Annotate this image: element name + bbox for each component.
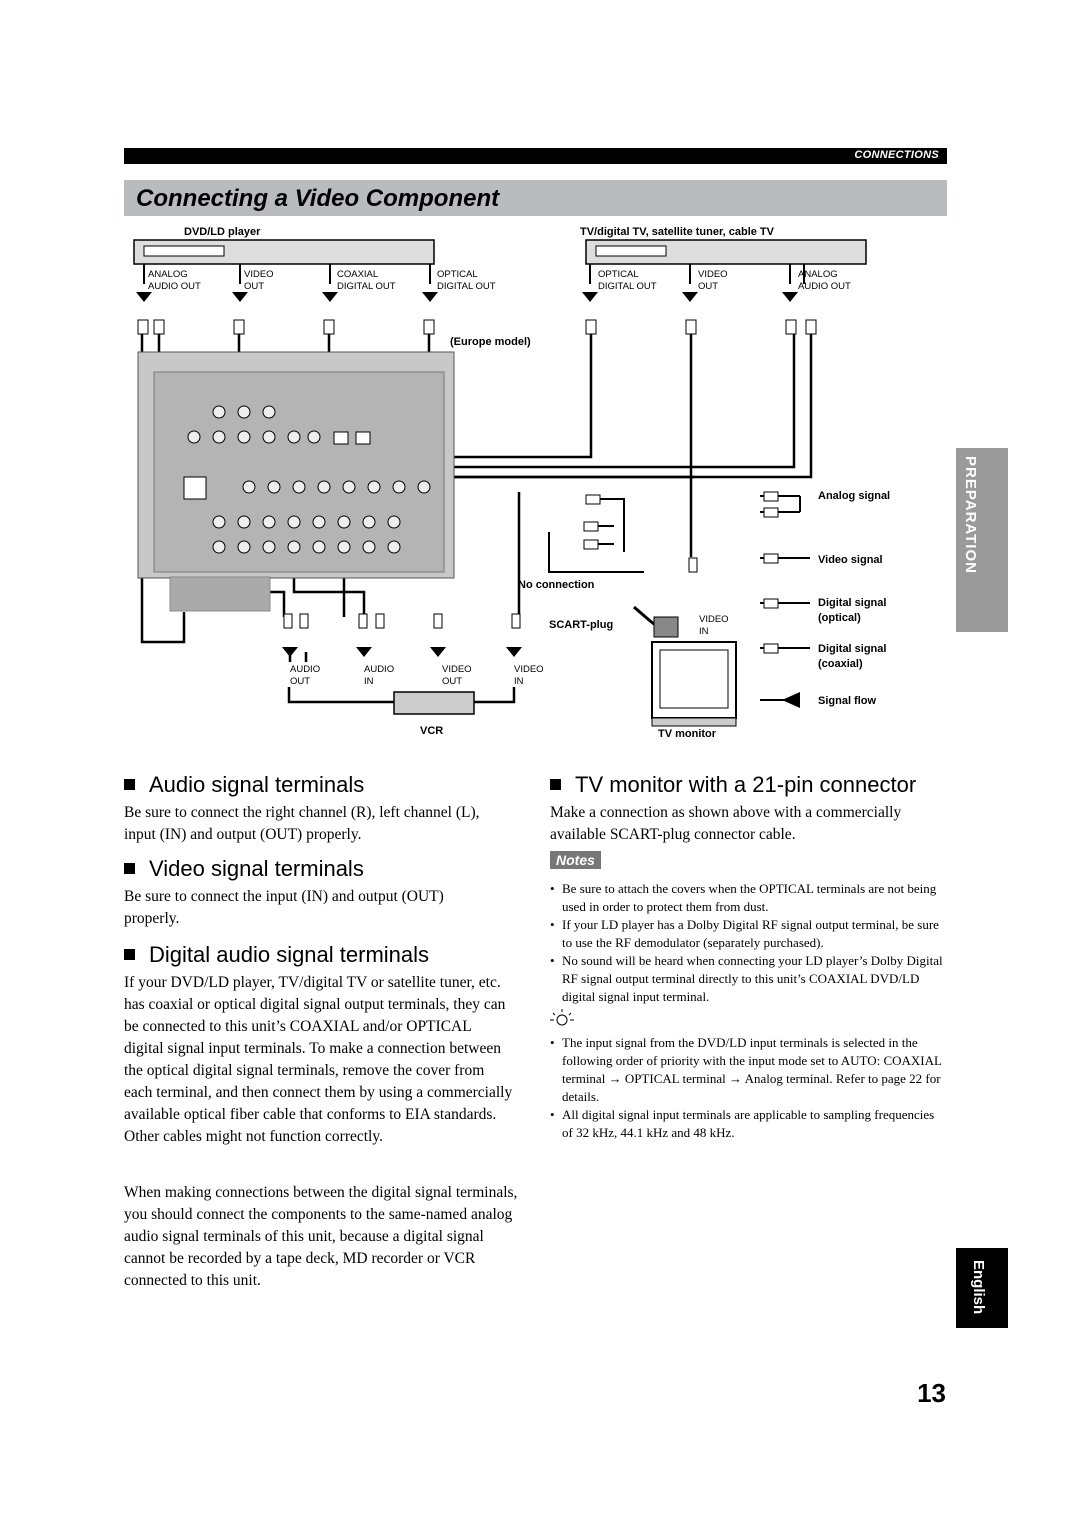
- audio-heading: Audio signal terminals: [124, 772, 364, 798]
- vcr-audio-in-label-2: IN: [364, 676, 374, 687]
- note-item: Be sure to attach the covers when the OP…: [550, 880, 946, 916]
- note-item: No sound will be heard when connecting y…: [550, 952, 946, 1006]
- digital-text-1: If your DVD/LD player, TV/digital TV or …: [124, 974, 513, 1145]
- vcr-video-in-label: VIDEO: [514, 664, 544, 675]
- digital-heading: Digital audio signal terminals: [124, 942, 429, 968]
- tv-monitor-label: TV monitor: [658, 728, 717, 740]
- dvd-optical-label-2: DIGITAL OUT: [437, 281, 496, 292]
- dvd-video-label: VIDEO: [244, 269, 274, 280]
- vcr-video-in-label-2: IN: [514, 676, 524, 687]
- legend-analog-label: Analog signal: [818, 490, 890, 502]
- tip-icon: [550, 1009, 574, 1026]
- video-text: Be sure to connect the input (IN) and ou…: [124, 888, 444, 927]
- vcr-label: VCR: [420, 725, 443, 737]
- dvd-analog-label: ANALOG: [148, 269, 188, 280]
- page-number: 13: [917, 1378, 946, 1408]
- legend-video-label: Video signal: [818, 554, 883, 566]
- page-title-bar: Connecting a Video Component: [124, 180, 947, 216]
- tv-video-in-label: VIDEO: [699, 614, 729, 625]
- legend-coaxial-label: Digital signal: [818, 643, 886, 655]
- vcr-video-out-label: VIDEO: [442, 664, 472, 675]
- legend-flow-label: Signal flow: [818, 695, 877, 707]
- notes-list: Be sure to attach the covers when the OP…: [550, 880, 946, 1006]
- dvd-video-label-2: OUT: [244, 281, 264, 292]
- section-header-bar: CONNECTIONS: [124, 148, 947, 164]
- notes-badge: Notes: [550, 851, 601, 870]
- tv-optical-label-2: DIGITAL OUT: [598, 281, 657, 292]
- tv-optical-label: OPTICAL: [598, 269, 639, 280]
- legend-optical-label-2: (optical): [818, 612, 861, 624]
- legend-coaxial-label-2: (coaxial): [818, 658, 863, 670]
- video-heading: Video signal terminals: [124, 856, 364, 882]
- no-connection-label: No connection: [518, 579, 595, 591]
- note-item: If your LD player has a Dolby Digital RF…: [550, 916, 946, 952]
- dvd-coaxial-label-2: DIGITAL OUT: [337, 281, 396, 292]
- section-label: CONNECTIONS: [854, 149, 939, 161]
- page-title: Connecting a Video Component: [136, 185, 500, 212]
- europe-model-label: (Europe model): [450, 336, 531, 348]
- tv-analog-label-2: AUDIO OUT: [798, 281, 851, 292]
- audio-text: Be sure to connect the right channel (R)…: [124, 804, 480, 843]
- vcr-audio-out-label: AUDIO: [290, 664, 320, 675]
- tv-heading: TV monitor with a 21-pin connector: [550, 772, 916, 798]
- dvd-coaxial-label: COAXIAL: [337, 269, 378, 280]
- tv-video-in-label-2: IN: [699, 626, 709, 637]
- tv-analog-label: ANALOG: [798, 269, 838, 280]
- tips-list: The input signal from the DVD/LD input t…: [550, 1034, 946, 1142]
- vcr-video-out-label-2: OUT: [442, 676, 462, 687]
- vcr-audio-in-label: AUDIO: [364, 664, 394, 675]
- tv-video-label: VIDEO: [698, 269, 728, 280]
- tv-text: Make a connection as shown above with a …: [550, 804, 902, 843]
- tip-item: All digital signal input terminals are a…: [550, 1106, 946, 1142]
- tip-item: The input signal from the DVD/LD input t…: [550, 1034, 946, 1106]
- dvd-analog-label-2: AUDIO OUT: [148, 281, 201, 292]
- digital-text-2: When making connections between the digi…: [124, 1184, 518, 1289]
- tv-source-label: TV/digital TV, satellite tuner, cable TV: [580, 226, 775, 238]
- dvd-optical-label: OPTICAL: [437, 269, 478, 280]
- tv-video-label-2: OUT: [698, 281, 718, 292]
- dvd-player-label: DVD/LD player: [184, 226, 261, 238]
- preparation-tab: PREPARATION: [956, 448, 1008, 632]
- scart-plug-label: SCART-plug: [549, 619, 613, 631]
- vcr-audio-out-label-2: OUT: [290, 676, 310, 687]
- connection-diagram: DVD/LD player TV/digital TV, satellite t…: [133, 226, 890, 740]
- legend-optical-label: Digital signal: [818, 597, 886, 609]
- vcr-box: [393, 691, 475, 715]
- language-tab: English: [956, 1248, 1008, 1328]
